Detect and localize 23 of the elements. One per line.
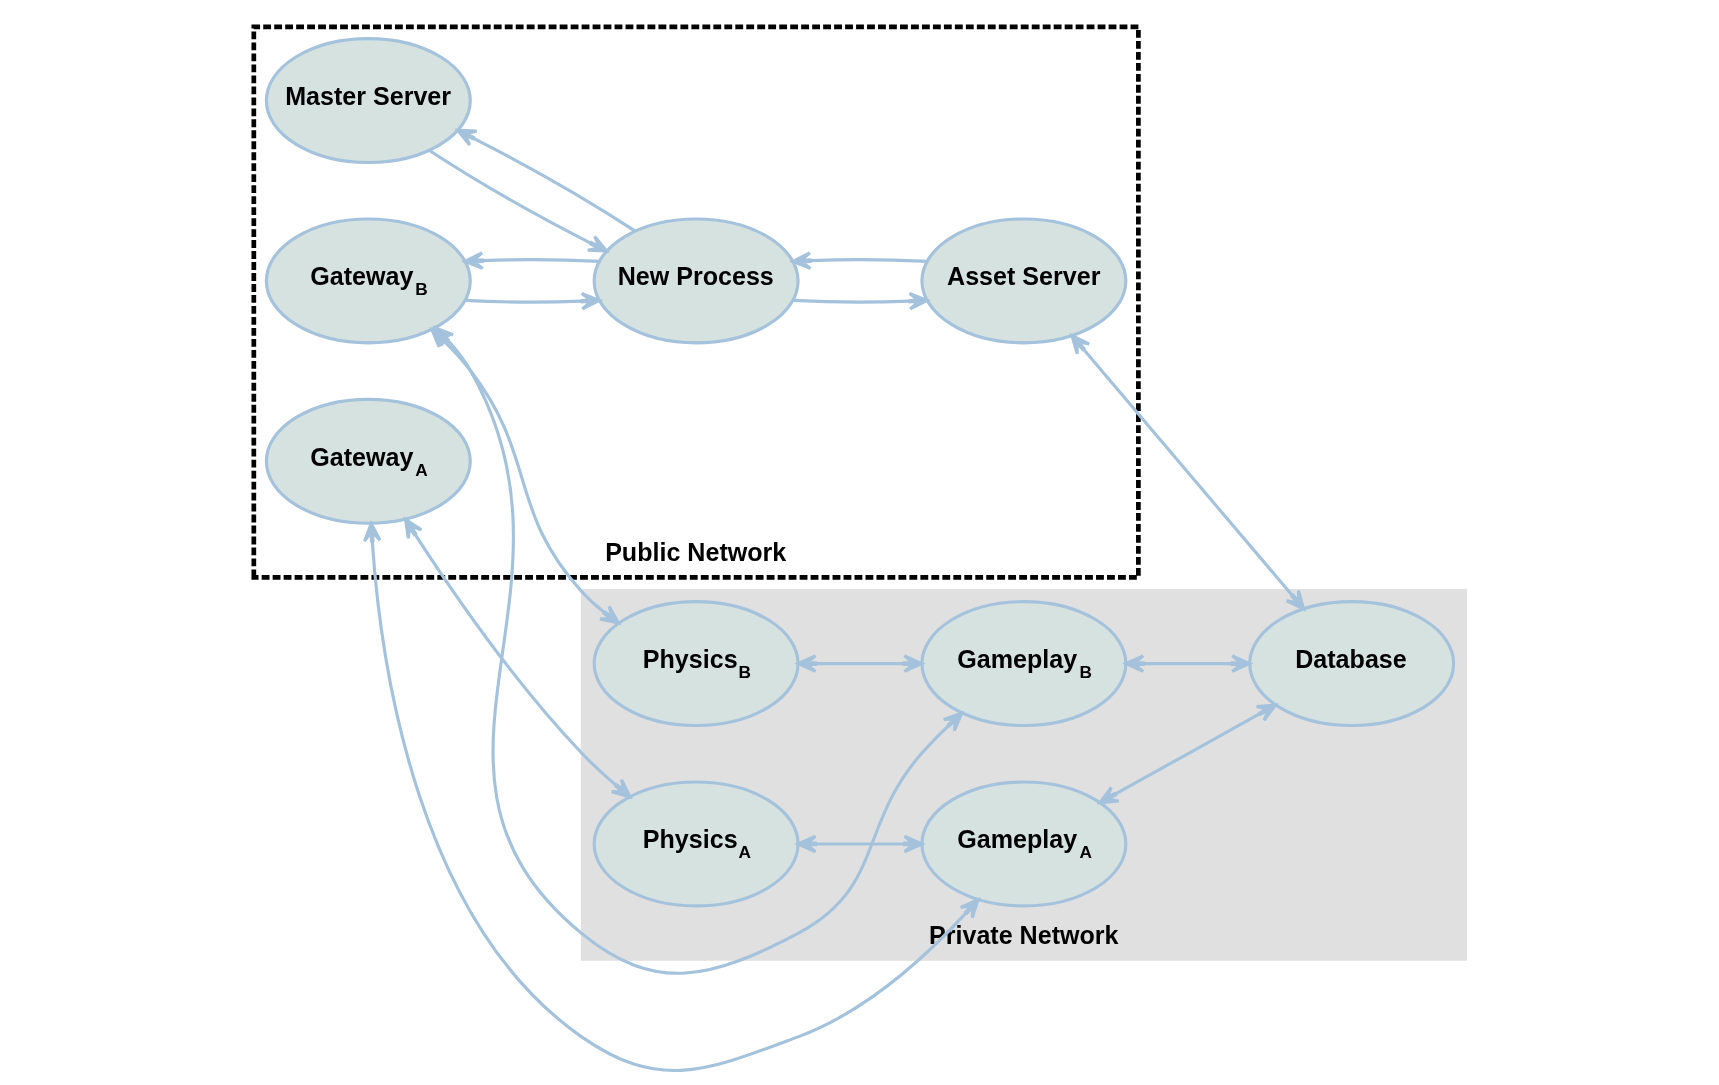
arrow [433, 326, 963, 975]
node-ellipse: Gameplay$_{B}$ [919, 600, 1127, 728]
node-ellipse: New Process [592, 217, 800, 345]
arrow [428, 149, 608, 253]
arrow [1069, 334, 1305, 611]
node-ellipse: Database [1247, 600, 1455, 728]
node-ellipse: Master Server [264, 37, 472, 165]
arrow [796, 834, 923, 854]
arrow [796, 654, 923, 673]
arrow [455, 128, 636, 233]
arrow [790, 251, 927, 270]
node-ellipse: Gateway$_{A}$ [264, 397, 472, 525]
arrow [792, 291, 929, 311]
node-ellipse: Physics$_{B}$ [592, 600, 800, 728]
node-ellipse: Asset Server [919, 217, 1127, 345]
arrow [1123, 654, 1251, 673]
arrow [403, 517, 631, 799]
arrow [463, 251, 599, 270]
arrow [464, 291, 601, 311]
node-ellipse: Gateway$_{B}$ [264, 217, 472, 345]
node-ellipse: Gameplay$_{A}$ [919, 780, 1127, 908]
arrow [362, 521, 980, 1072]
arrow [1097, 703, 1277, 805]
